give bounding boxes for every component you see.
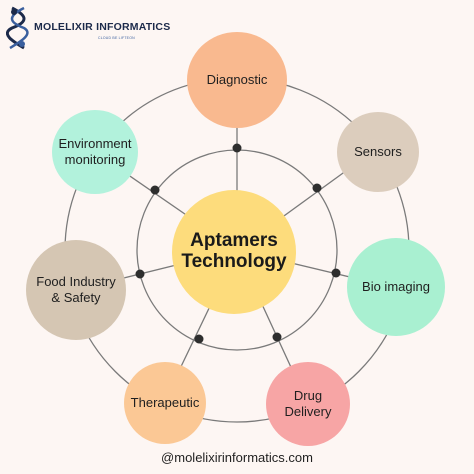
node-diagnostic: Diagnostic: [187, 32, 287, 128]
node-environment-monitoring: Environment monitoring: [52, 110, 138, 194]
node-label: Therapeutic: [130, 395, 200, 411]
node-bio-imaging: Bio imaging: [347, 238, 445, 336]
junction-dots: [135, 143, 341, 344]
node-therapeutic: Therapeutic: [124, 362, 206, 444]
node-label: Food Industry & Safety: [36, 274, 116, 305]
node-label: Bio imaging: [362, 279, 430, 295]
center-node: Aptamers Technology: [172, 190, 296, 314]
center-title-line1: Aptamers: [190, 230, 278, 252]
center-title-line2: Technology: [181, 251, 287, 272]
brand-tagline: CLOUD BE LIFTEON: [98, 36, 135, 40]
footer-website: @molelixirinformatics.com: [161, 450, 313, 465]
node-sensors: Sensors: [337, 112, 419, 192]
node-label: Sensors: [354, 144, 402, 160]
node-drug-delivery: Drug Delivery: [266, 362, 350, 446]
node-label: Drug Delivery: [284, 388, 332, 419]
brand-logo: MOLELIXIR INFORMATICS CLOUD BE LIFTEON: [6, 6, 170, 52]
dna-helix-icon: [6, 6, 29, 50]
node-label: Environment monitoring: [58, 136, 132, 167]
node-food-industry-safety: Food Industry & Safety: [26, 240, 126, 340]
node-label: Diagnostic: [206, 72, 268, 88]
brand-name: MOLELIXIR INFORMATICS: [34, 21, 171, 33]
